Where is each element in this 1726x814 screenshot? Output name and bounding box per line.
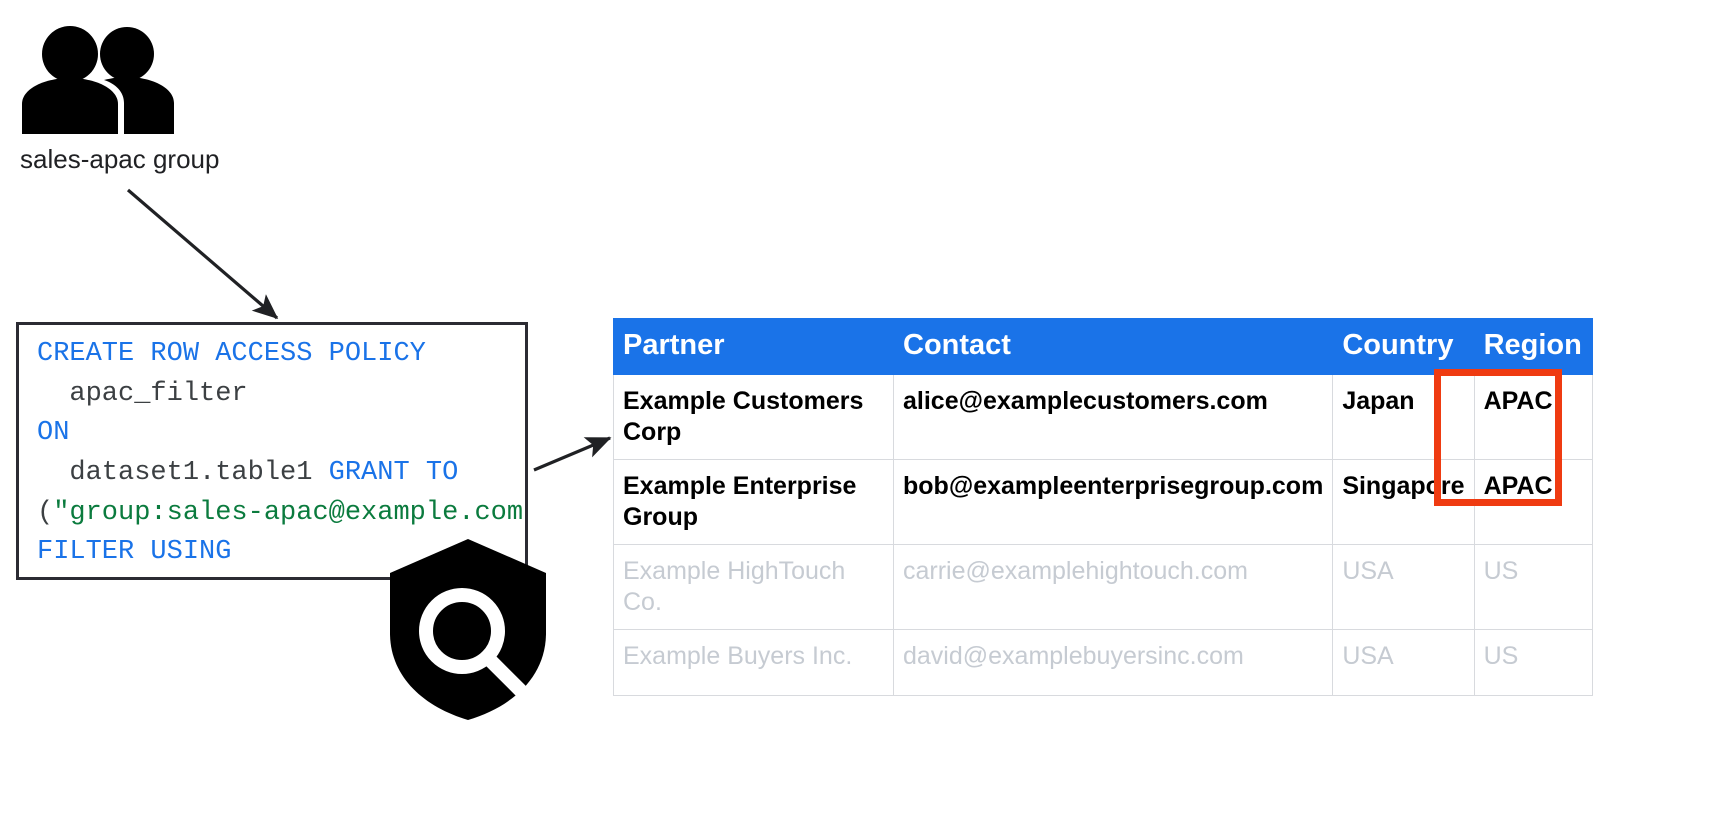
policy-to-table-arrow — [533, 436, 612, 472]
sql-code-text: CREATE ROW ACCESS POLICY apac_filter ON … — [19, 325, 528, 580]
cell-partner: Example Enterprise Group — [613, 459, 894, 546]
code-segment: apac_filter — [37, 378, 248, 409]
column-header-region[interactable]: Region — [1473, 317, 1593, 376]
table-header-row: Partner Contact Country Region — [613, 317, 1593, 376]
group-to-policy-arrow — [126, 188, 279, 320]
cell-partner: Example Buyers Inc. — [613, 629, 894, 697]
cell-region: US — [1473, 629, 1593, 697]
group-block: sales-apac group — [20, 22, 280, 175]
cell-contact: bob@exampleenterprisegroup.com — [892, 459, 1334, 546]
code-segment: GRANT TO — [328, 458, 459, 489]
cell-country: Japan — [1332, 374, 1475, 461]
cell-partner: Example Customers Corp — [613, 374, 894, 461]
code-segment: "group:sales-apac@example.com" — [53, 497, 528, 528]
group-label: sales-apac group — [20, 144, 220, 174]
row-access-policy-code-box: CREATE ROW ACCESS POLICY apac_filter ON … — [16, 322, 528, 580]
cell-contact: alice@examplecustomers.com — [892, 374, 1334, 461]
partners-table: Partner Contact Country Region Example C… — [613, 317, 1593, 697]
code-segment: FILTER USING — [37, 537, 232, 568]
cell-region: APAC — [1473, 459, 1593, 546]
column-header-partner[interactable]: Partner — [613, 317, 894, 376]
cell-country: Singapore — [1332, 459, 1475, 546]
cell-contact: david@examplebuyersinc.com — [892, 629, 1334, 697]
cell-partner: Example HighTouch Co. — [613, 544, 894, 631]
code-segment: "APAC" — [215, 577, 312, 580]
column-header-contact[interactable]: Contact — [892, 317, 1334, 376]
code-segment: CREATE ROW ACCESS POLICY — [37, 339, 426, 369]
cell-contact: carrie@examplehightouch.com — [892, 544, 1334, 631]
column-header-country[interactable]: Country — [1332, 317, 1475, 376]
code-segment: ); — [312, 577, 361, 580]
people-group-icon — [22, 26, 174, 134]
code-segment: ON — [37, 418, 70, 449]
code-segment: (region= — [37, 577, 215, 580]
cell-country: USA — [1332, 544, 1475, 631]
cell-country: USA — [1332, 629, 1475, 697]
shield-search-glyph — [390, 539, 546, 720]
code-segment: ( — [37, 497, 54, 528]
table-row[interactable]: Example HighTouch Co.carrie@examplehight… — [613, 544, 1593, 631]
code-segment: dataset1.table1 — [37, 458, 329, 489]
cell-region: APAC — [1473, 374, 1593, 461]
shield-search-icon — [388, 537, 548, 722]
cell-region: US — [1473, 544, 1593, 631]
table-row[interactable]: Example Buyers Inc.david@examplebuyersin… — [613, 629, 1593, 697]
